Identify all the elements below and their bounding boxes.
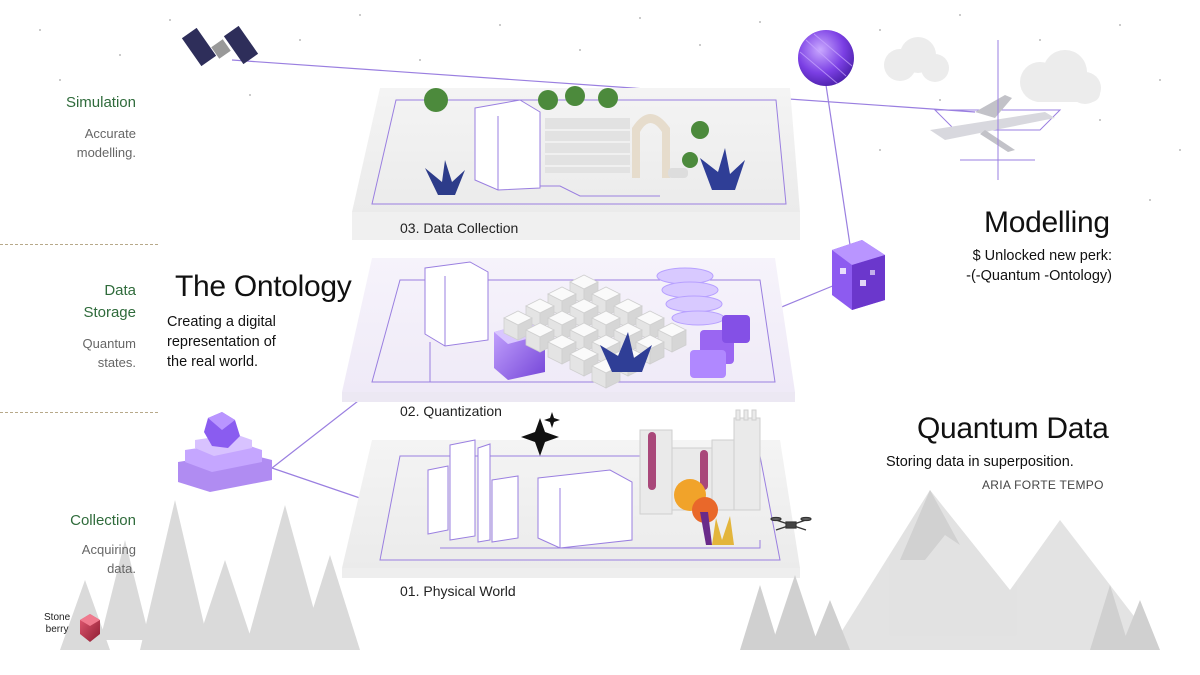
- layer-label-quantization: 02. Quantization: [400, 403, 502, 419]
- quantum-data-title: Quantum Data: [917, 412, 1109, 445]
- grid-cube-side: [671, 329, 687, 353]
- ontology-desc: Creating a digital representation of the…: [167, 312, 276, 372]
- desc-line: states.: [97, 355, 136, 370]
- modelling-desc: $ Unlocked new perk: -(-Quantum -Ontolog…: [956, 246, 1112, 286]
- airplane-icon: [930, 40, 1062, 180]
- ontology-line: the real world.: [167, 354, 259, 370]
- logo: Stone berry: [44, 612, 70, 636]
- quantum-data-desc: Storing data in superposition.: [886, 454, 1074, 470]
- desc-line: Quantum: [82, 336, 136, 351]
- cloud-icon: [884, 37, 1101, 104]
- divider: [0, 244, 158, 245]
- modelling-title: Modelling: [984, 206, 1110, 239]
- section-desc-data-storage: Quantum states.: [83, 334, 136, 372]
- grid-cube-side: [649, 341, 665, 365]
- logo-text: Stone berry: [44, 612, 70, 636]
- section-desc-simulation: Accurate modelling.: [77, 124, 136, 162]
- logo-line: Stone: [44, 612, 71, 623]
- title-line: Data: [104, 282, 136, 299]
- ontology-line: representation of: [167, 334, 276, 350]
- layer-label-physical-world: 01. Physical World: [400, 583, 516, 599]
- layer-label-data-collection: 03. Data Collection: [400, 220, 519, 236]
- stars: [39, 14, 1181, 201]
- cube-icon: [832, 240, 885, 310]
- platform-2: [342, 258, 795, 402]
- modelling-line: $ Unlocked new perk:: [972, 248, 1112, 264]
- ontology-title: The Ontology: [175, 270, 352, 303]
- divider: [0, 412, 158, 413]
- title-line: Storage: [83, 304, 136, 321]
- desc-line: Acquiring: [81, 542, 136, 557]
- section-title-data-storage: Data Storage: [83, 280, 136, 324]
- section-desc-collection: Acquiring data.: [82, 540, 136, 578]
- sparkle-icon: [521, 418, 559, 456]
- drone-icon: [770, 516, 812, 531]
- section-title-simulation: Simulation: [65, 94, 136, 111]
- ontology-line: Creating a digital: [167, 314, 276, 330]
- tree-icon: [60, 500, 360, 650]
- gem-icon: [178, 412, 272, 492]
- modelling-line: -(-Quantum -Ontology): [966, 268, 1112, 284]
- desc-line: data.: [107, 561, 136, 576]
- credit-text: ARIA FORTE TEMPO: [982, 478, 1104, 492]
- logo-gem-icon: [80, 614, 100, 642]
- section-title-collection: Collection: [70, 512, 136, 529]
- desc-line: modelling.: [76, 145, 136, 160]
- satellite-icon: [181, 25, 259, 67]
- mountain-icon: [830, 490, 1160, 650]
- platform-1: [342, 409, 812, 578]
- desc-line: Accurate: [84, 126, 136, 141]
- logo-line: berry: [45, 624, 69, 635]
- sphere-icon: [798, 30, 854, 86]
- platform-3: [352, 86, 800, 240]
